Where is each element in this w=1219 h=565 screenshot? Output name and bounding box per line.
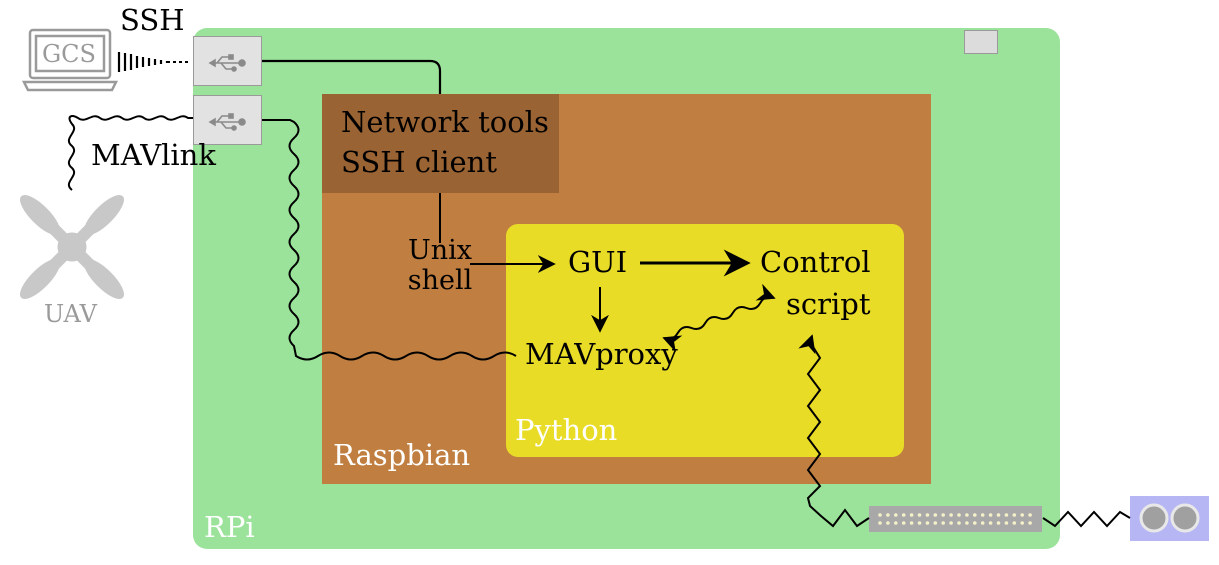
gpio-pin (878, 521, 882, 525)
unix-shell-line-1: Unix (407, 235, 472, 266)
gpio-pin (901, 521, 906, 525)
gpio-pin (1012, 521, 1017, 525)
network-tools-label: Network tools (341, 105, 549, 139)
gpio-pin (925, 521, 930, 525)
ssh-client-label: SSH client (341, 145, 498, 179)
ultrasonic-sensor (1130, 496, 1209, 541)
gpio-control-wire (798, 334, 870, 528)
gpio-pin (973, 513, 977, 517)
script-label: script (786, 287, 871, 321)
ssh-label: SSH (120, 3, 185, 37)
gpio-pin (996, 521, 1001, 525)
gpio-pin (917, 513, 922, 517)
gpio-pin (925, 513, 930, 517)
gpio-pin (957, 513, 961, 517)
gpio-pin (886, 521, 890, 525)
ultrasonic-sensor-icon (1139, 503, 1200, 533)
gpio-pin (980, 521, 985, 525)
gpio-pin (878, 513, 882, 517)
gpio-header-icon (878, 513, 1032, 525)
gpio-pin (1004, 521, 1009, 525)
python-label: Python (515, 413, 618, 447)
gpio-pin (973, 521, 977, 525)
gcs-label: GCS (42, 40, 96, 68)
usb-icon (208, 54, 246, 72)
unix-shell-line-2: shell (407, 265, 473, 296)
mavproxy-label: MAVproxy (525, 337, 678, 371)
gpio-pin (1004, 513, 1009, 517)
gpio-pin (1028, 521, 1032, 525)
gpio-pin (886, 513, 890, 517)
gpio-pin (941, 521, 945, 525)
gpio-pin (941, 513, 945, 517)
gpio-pin (1028, 513, 1032, 517)
uav-label: UAV (44, 300, 97, 328)
gpio-pin (894, 513, 898, 517)
gpio-pin (1020, 521, 1024, 525)
mavlink-label: MAVlink (91, 138, 216, 172)
gpio-pin (1012, 513, 1017, 517)
gui-label: GUI (568, 245, 628, 279)
quadcopter-icon (20, 195, 124, 299)
gpio-pin (980, 513, 985, 517)
gpio-pin (949, 521, 953, 525)
gpio-pin (965, 521, 969, 525)
arrow-mavproxy-control (662, 283, 776, 353)
gpio-pin (894, 521, 898, 525)
usb-port-top (193, 36, 262, 86)
gpio-pin (1020, 513, 1024, 517)
rpi-corner-component (964, 30, 998, 54)
gpio-pin (901, 513, 906, 517)
rpi-label: RPi (204, 510, 255, 544)
gpio-header (869, 506, 1042, 532)
network-tools-region (322, 94, 559, 193)
gpio-pin (996, 513, 1001, 517)
ssh-signal-icon (117, 52, 169, 72)
gpio-pin (909, 521, 914, 525)
raspbian-label: Raspbian (333, 438, 471, 472)
sensor-wire (1042, 510, 1131, 528)
gpio-pin (933, 521, 938, 525)
gpio-pin (917, 521, 922, 525)
gpio-pin (988, 513, 993, 517)
ssh-usb-wire (262, 59, 442, 94)
unix-shell-label: Unix shell (405, 236, 475, 296)
gpio-pin (933, 513, 938, 517)
gpio-pin (965, 513, 969, 517)
laptop-icon (21, 28, 119, 92)
mavproxy-usb-wire (262, 119, 517, 361)
usb-icon (208, 113, 246, 131)
control-label: Control (760, 245, 871, 279)
gpio-pin (957, 521, 961, 525)
gpio-pin (909, 513, 914, 517)
mavlink-uav-wire (67, 115, 193, 191)
usb-port-bottom (193, 95, 262, 145)
gpio-pin (988, 521, 993, 525)
gpio-pin (949, 513, 953, 517)
